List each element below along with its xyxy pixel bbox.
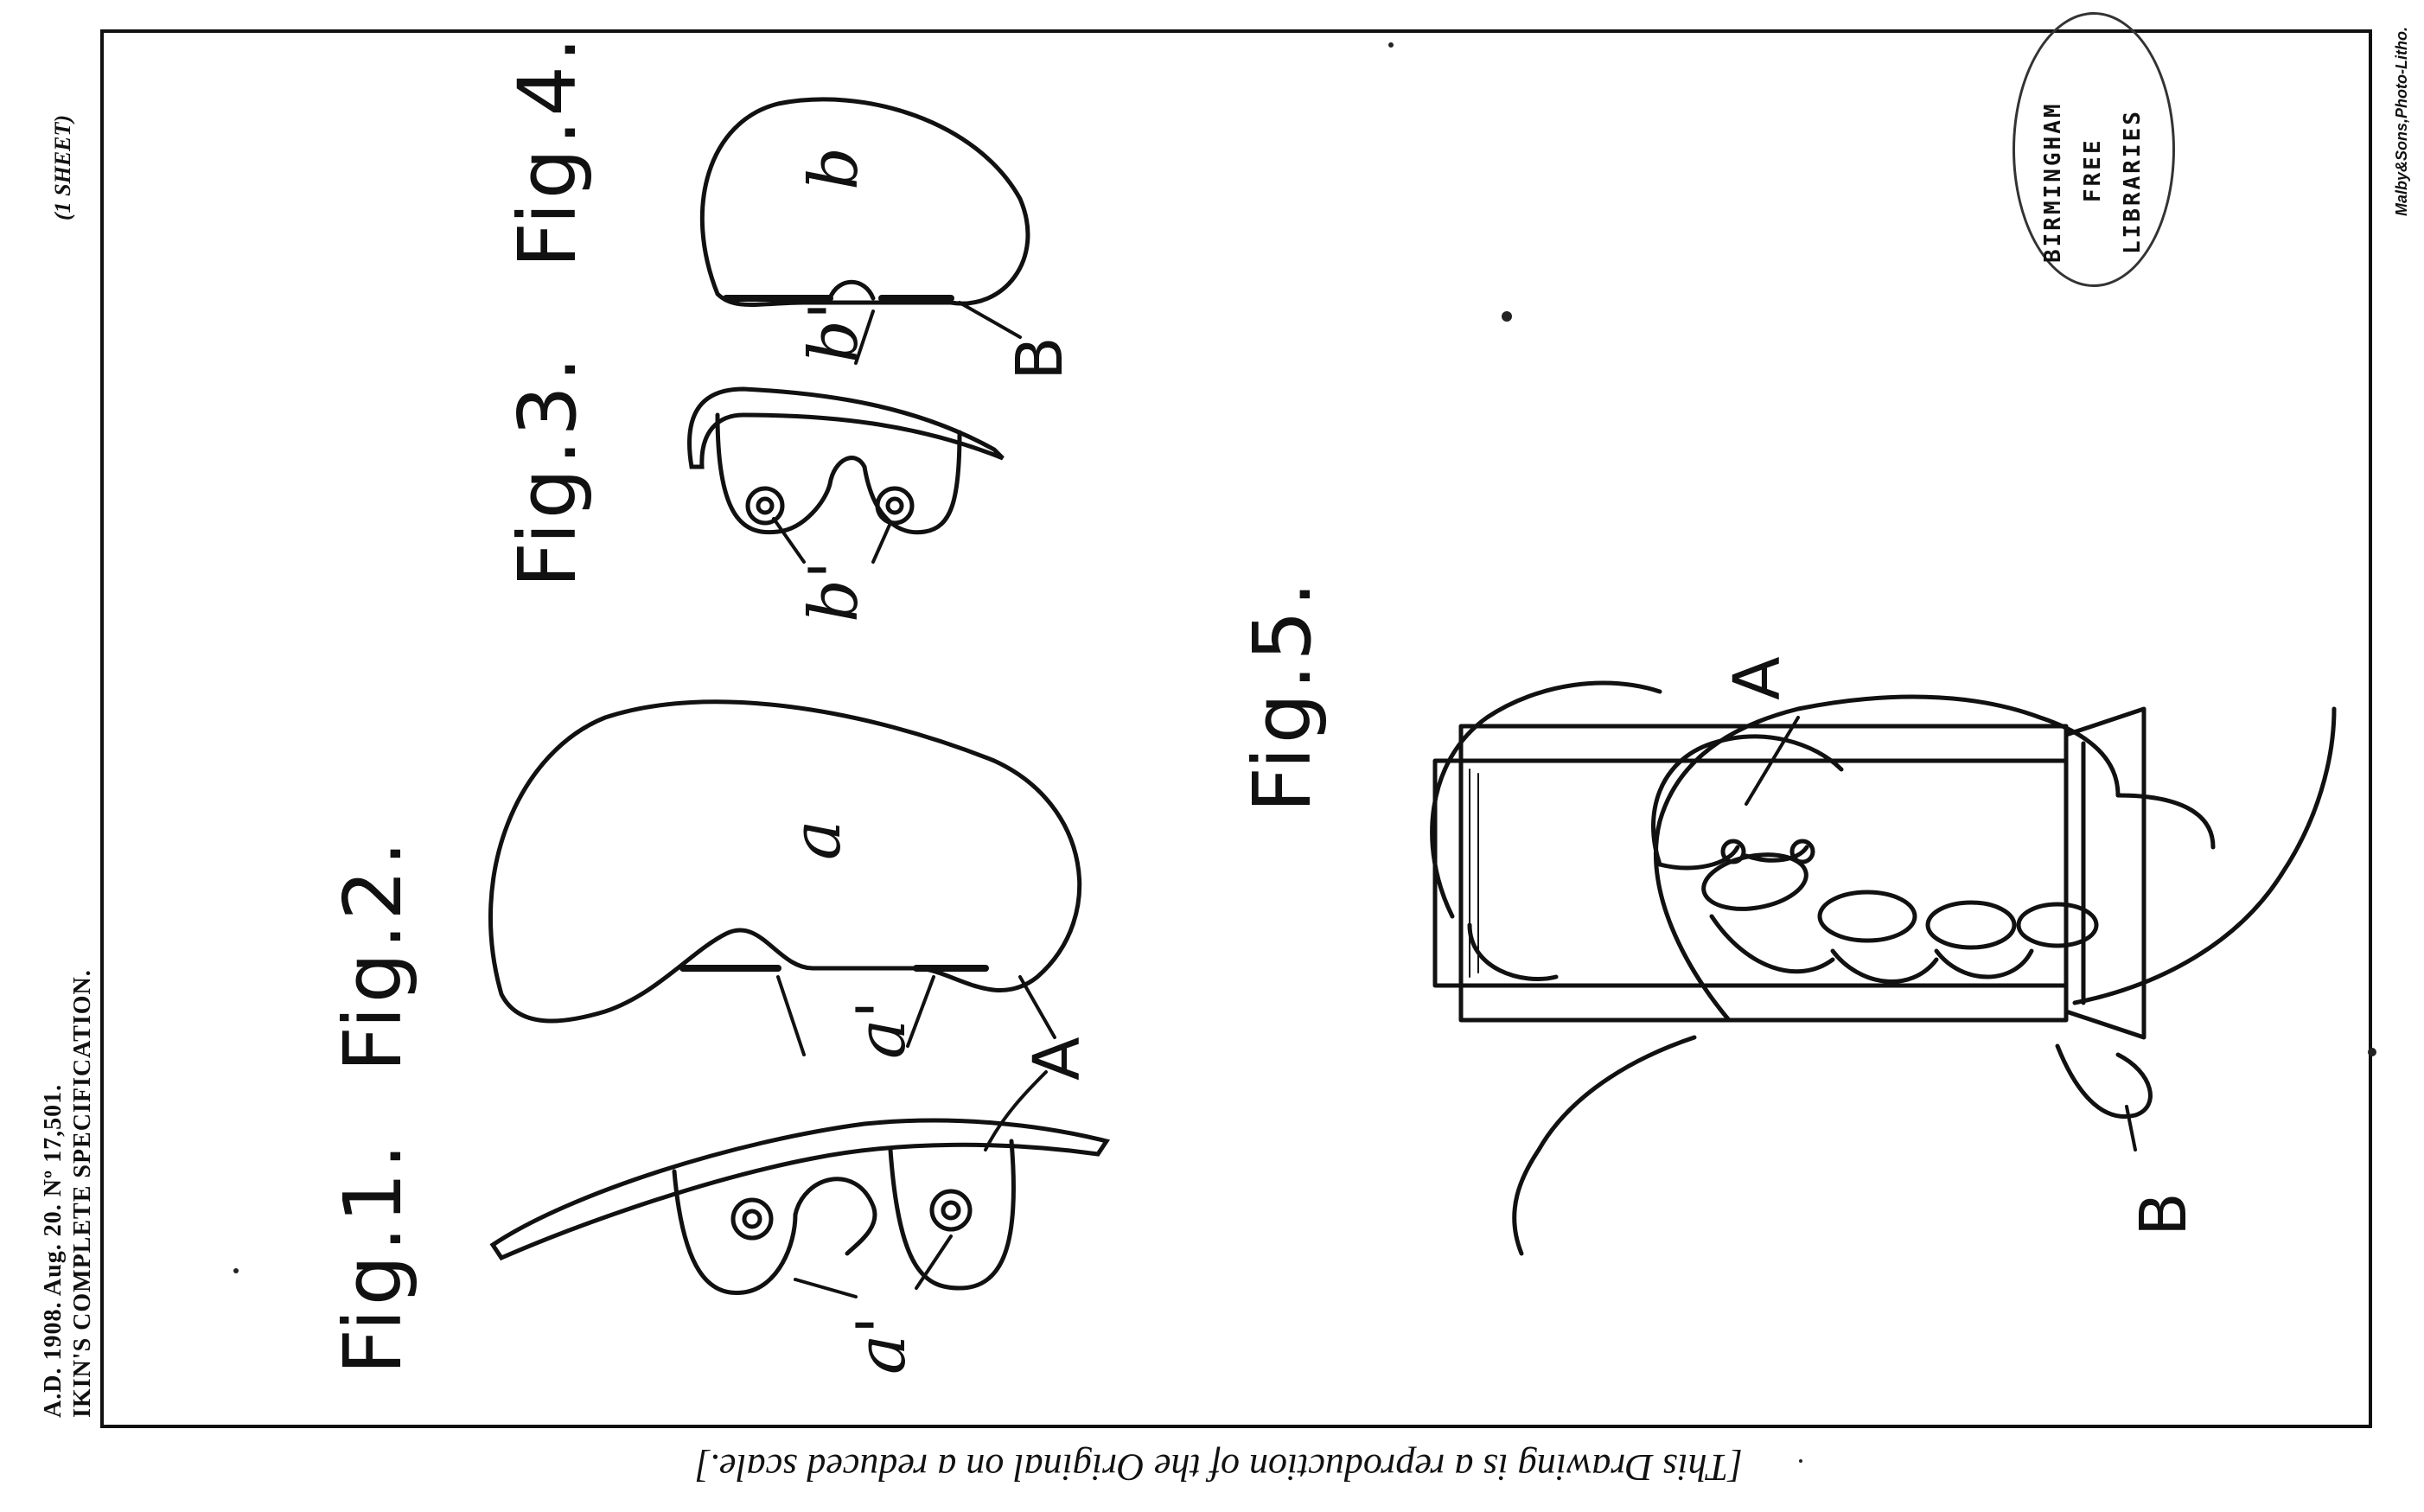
- fig5-part-B: B: [2127, 1192, 2201, 1236]
- stamp-line-3: LIBRARIES: [2120, 109, 2146, 254]
- fig5-label: Fig.5.: [1236, 577, 1329, 813]
- stamp-ring: [2013, 12, 2175, 287]
- fig3-part-b-prime: b': [795, 560, 873, 622]
- fig2-part-a-prime: a': [843, 1000, 921, 1059]
- fig1-part-a-prime: a': [843, 1316, 921, 1375]
- paper-speckles: [233, 42, 2376, 1463]
- fig1-drawing: [489, 1070, 1111, 1298]
- fig1-part-A: A: [1020, 1037, 1094, 1081]
- stamp-line-2: FREE: [2080, 137, 2106, 202]
- reduced-scale-caption: [This Drawing is a reproduction of the O…: [694, 1446, 1744, 1489]
- fig3-label: Fig.3.: [501, 353, 594, 588]
- fig5-drawing: [1430, 680, 2337, 1256]
- sheet-count-note: (1 SHEET): [50, 114, 75, 220]
- fig4-part-b: b: [795, 147, 873, 190]
- fig4-label: Fig.4.: [501, 33, 594, 268]
- fig4-part-b-prime: b': [795, 301, 873, 363]
- sheet-border: [100, 29, 2372, 1428]
- fig1-label: Fig.1.: [327, 1139, 419, 1375]
- stamp-line-1: BIRMINGHAM: [2040, 101, 2066, 263]
- fig5-part-A: A: [1720, 656, 1795, 700]
- fig2-label: Fig.2.: [327, 837, 419, 1072]
- fig3-drawing: [687, 386, 1005, 564]
- printer-credit: Malby&Sons,Photo-Litho.: [2393, 27, 2410, 216]
- fig2-part-a: a: [778, 820, 856, 860]
- specification-header-line1: A.D. 1908. Aug. 20. Nº 17,501.: [40, 1083, 67, 1418]
- specification-header-line2: IKIN'S COMPLETE SPECIFICATION.: [69, 969, 96, 1418]
- fig4-drawing: [699, 97, 1030, 365]
- library-stamp: BIRMINGHAM FREE LIBRARIES: [2013, 12, 2177, 289]
- fig4-part-B: B: [1003, 336, 1077, 380]
- fig2-drawing: [488, 699, 1082, 1056]
